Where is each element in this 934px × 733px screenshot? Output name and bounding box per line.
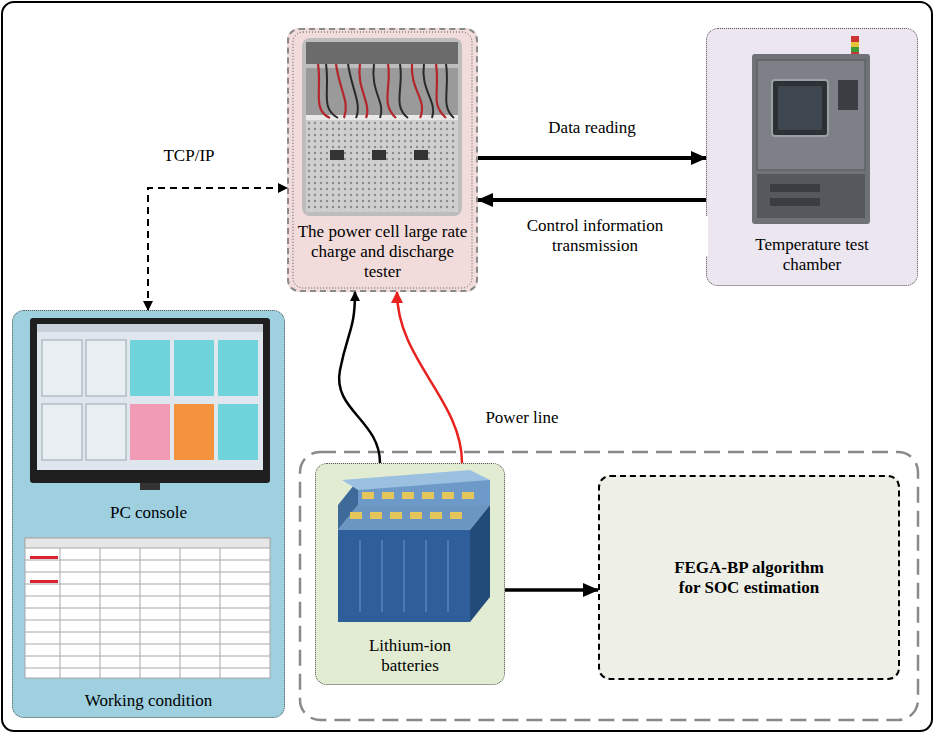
illustration-part	[442, 492, 454, 499]
illustration-part	[350, 492, 474, 519]
text-holder: Lithium-ion batteries	[316, 636, 504, 676]
edge-label: Data reading	[520, 118, 664, 138]
working-condition-table	[25, 538, 270, 678]
text-holder: The power cell large rate charge and dis…	[289, 222, 476, 282]
illustration-part	[770, 198, 820, 206]
illustration-part	[410, 512, 422, 519]
edge-label: Control information transmission	[482, 216, 708, 256]
illustration-part	[390, 512, 402, 519]
illustration-part	[402, 492, 414, 499]
illustration-part	[130, 404, 170, 460]
text-holder: PC console	[13, 503, 284, 523]
text-holder: Working condition	[13, 691, 284, 711]
connector-arrow	[397, 292, 462, 463]
illustration-part	[422, 492, 434, 499]
illustration-part	[30, 556, 58, 559]
illustration-part	[174, 404, 214, 460]
box-caption: Working condition	[29, 691, 269, 711]
illustration-part	[338, 505, 490, 530]
connector-arrow	[505, 588, 598, 592]
illustration-part	[470, 505, 490, 622]
pc-monitor-image	[30, 318, 270, 490]
illustration-part	[306, 120, 458, 212]
text-holder: FEGA-BP algorithm for SOC estimation	[600, 477, 898, 678]
illustration-part	[450, 512, 462, 519]
connector-arrow	[148, 188, 287, 310]
illustration-part	[326, 64, 454, 118]
illustration-part	[86, 404, 126, 460]
connector-arrow	[478, 156, 706, 160]
illustration-part	[430, 512, 442, 519]
illustration-part	[757, 60, 865, 170]
illustration-part	[772, 80, 828, 136]
illustration-part	[757, 174, 865, 218]
box-label: Lithium-ion batteries	[345, 636, 475, 676]
illustration-part	[86, 340, 126, 396]
connector-arrow	[339, 292, 380, 463]
illustration-part	[752, 54, 870, 224]
illustration-part	[778, 86, 822, 130]
illustration-part	[25, 538, 270, 678]
illustration-part	[25, 560, 270, 668]
illustration-part	[360, 540, 448, 612]
illustration-part	[372, 150, 386, 160]
connector-arrow	[478, 198, 706, 202]
free-label: Power line	[470, 408, 574, 428]
illustration-part	[362, 492, 374, 499]
illustration-part	[30, 318, 270, 483]
illustration-part	[838, 80, 858, 110]
illustration-part	[140, 483, 160, 490]
group-outline	[300, 452, 918, 720]
illustration-part	[851, 42, 859, 47]
battery-pack-image	[338, 470, 490, 622]
illustration-part	[130, 340, 170, 396]
text-holder: Temperature test chamber	[707, 235, 917, 275]
illustration-part	[851, 47, 859, 52]
illustration-part	[30, 580, 58, 583]
illustration-part	[60, 548, 220, 678]
illustration-part	[350, 512, 362, 519]
box-label: FEGA-BP algorithm for SOC estimation	[664, 558, 834, 598]
illustration-part	[851, 36, 859, 54]
illustration-part	[37, 324, 263, 332]
illustration-part	[370, 512, 382, 519]
illustration-part	[302, 38, 462, 216]
illustration-part	[306, 42, 458, 64]
illustration-part	[25, 538, 270, 548]
illustration-part	[330, 150, 344, 160]
illustration-part	[218, 340, 258, 396]
illustration-part	[338, 530, 470, 622]
illustration-part	[42, 404, 82, 460]
illustration-part	[414, 150, 428, 160]
tester-inner-panel	[293, 32, 472, 288]
temperature-chamber-image	[752, 36, 870, 224]
illustration-part	[37, 324, 263, 470]
algorithm-box: FEGA-BP algorithm for SOC estimation	[598, 475, 900, 680]
box-label: Temperature test chamber	[742, 235, 882, 275]
illustration-part	[342, 470, 490, 490]
tester-rack-photo	[302, 38, 462, 216]
box-label: PC console	[29, 503, 269, 523]
illustration-part	[218, 404, 258, 460]
box-label: The power cell large rate charge and dis…	[298, 222, 468, 282]
illustration-part	[382, 492, 394, 499]
illustration-part	[462, 492, 474, 499]
illustration-part	[174, 340, 214, 396]
illustration-part	[42, 340, 82, 396]
illustration-part	[770, 184, 820, 192]
edge-label: TCP/IP	[147, 146, 231, 166]
